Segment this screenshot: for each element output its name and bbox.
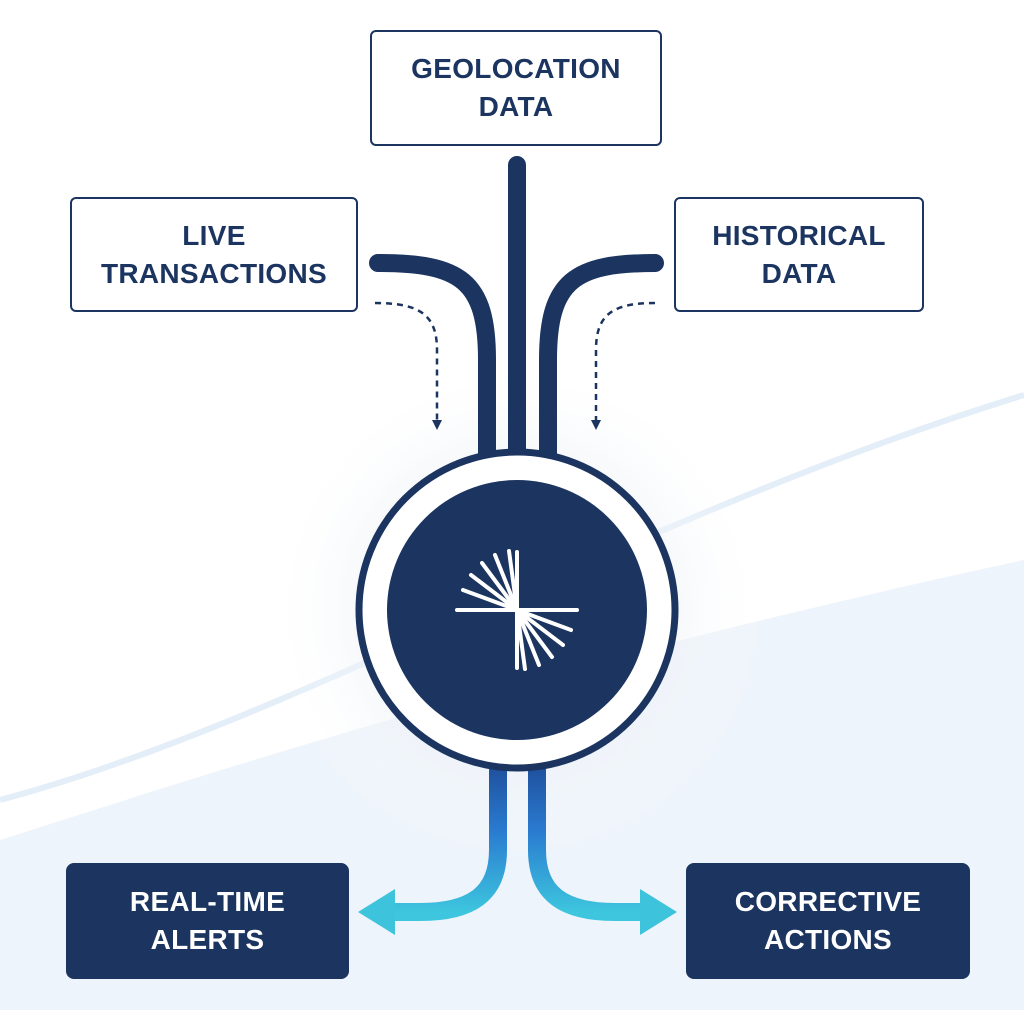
- dashed-arrow-left: [374, 301, 442, 430]
- alerts-label-line2: ALERTS: [150, 924, 265, 955]
- historical-label-line1: HISTORICAL: [712, 219, 886, 251]
- arrowhead-alerts: [358, 889, 395, 935]
- actions-label-line2: ACTIONS: [763, 924, 893, 955]
- dashed-arrow-right: [591, 301, 656, 430]
- historical-label-line2: DATA: [761, 257, 837, 289]
- historical-data-box: HISTORICAL DATA: [674, 197, 924, 312]
- alerts-label-line1: REAL-TIME: [129, 886, 286, 917]
- live-label-line1: LIVE: [182, 219, 246, 251]
- starburst-logo-icon: [455, 549, 579, 671]
- pipe-historical: [539, 254, 664, 479]
- live-transactions-box: LIVE TRANSACTIONS: [70, 197, 358, 312]
- live-label-line2: TRANSACTIONS: [100, 257, 328, 289]
- corrective-actions-box: CORRECTIVE ACTIONS: [686, 863, 970, 979]
- geolocation-data-box: GEOLOCATION DATA: [370, 30, 662, 146]
- pipe-live: [369, 254, 496, 479]
- pipe-alerts: [376, 756, 507, 921]
- arrowhead-actions: [640, 889, 677, 935]
- geolocation-label-line2: DATA: [478, 91, 554, 122]
- actions-label-line1: CORRECTIVE: [734, 886, 922, 917]
- geolocation-label-line1: GEOLOCATION: [411, 53, 621, 84]
- real-time-alerts-box: REAL-TIME ALERTS: [66, 863, 349, 979]
- pipe-actions: [528, 756, 659, 921]
